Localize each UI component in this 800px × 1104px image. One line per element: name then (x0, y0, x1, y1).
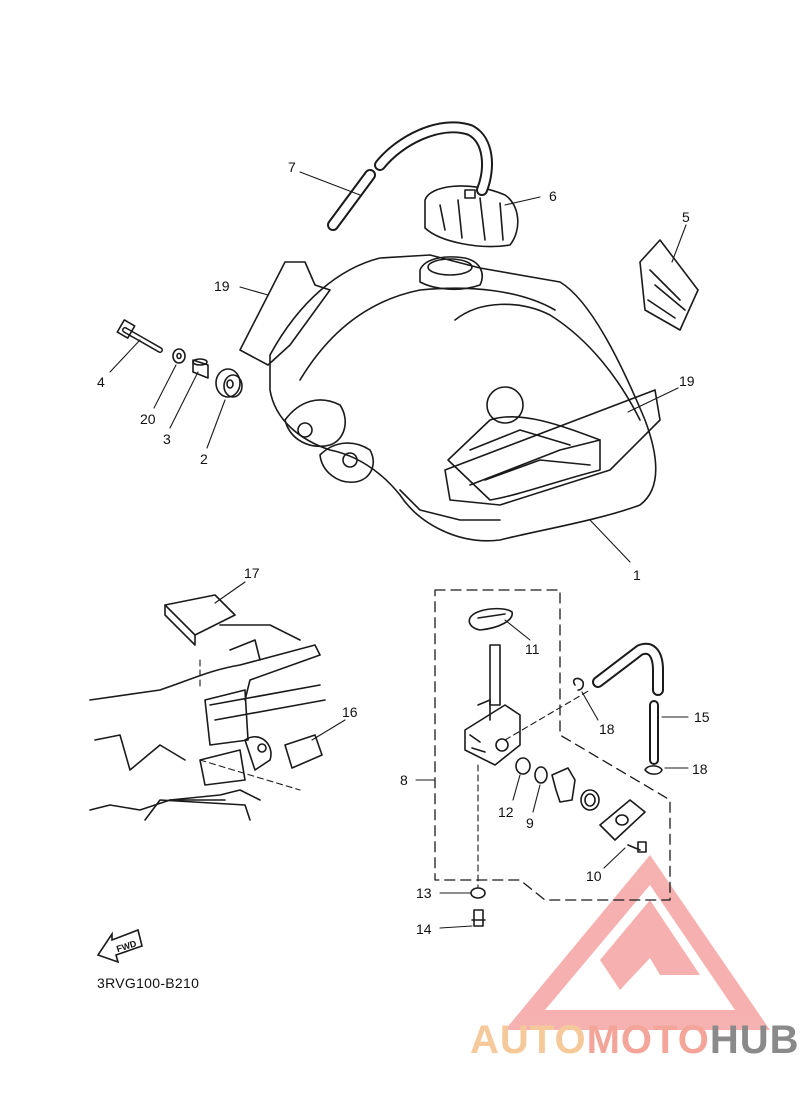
filler-cap (424, 185, 519, 248)
fwd-arrow-icon: FWD (96, 928, 143, 964)
cover-plate (599, 799, 646, 841)
callout-8: 8 (400, 772, 408, 788)
watermark-part-auto: AUTO (470, 1018, 587, 1062)
callout-16: 16 (342, 704, 358, 720)
fuel-tank (269, 254, 657, 542)
o-ring-12 (515, 757, 531, 775)
grommet (215, 368, 243, 398)
nut-13 (470, 887, 486, 899)
washer (172, 348, 186, 364)
fuel-cock (464, 644, 521, 766)
gasket-ring (580, 789, 600, 811)
callout-5: 5 (682, 209, 690, 225)
damper-rubber (284, 734, 323, 769)
leader-lines (109, 171, 689, 929)
callout-1: 1 (633, 567, 641, 583)
callout-20: 20 (140, 411, 156, 427)
callout-18-upper: 18 (599, 721, 615, 737)
fuel-cock-boundary (434, 589, 671, 901)
collar (192, 358, 209, 379)
bolt-14 (471, 909, 486, 927)
callout-12: 12 (498, 804, 514, 820)
callout-18-lower: 18 (692, 761, 708, 777)
watermark-part-moto: MOTO (586, 1018, 710, 1062)
lever (551, 767, 576, 803)
callout-11: 11 (525, 641, 540, 657)
watermark-part-hub: HUB (709, 1018, 800, 1062)
callout-3: 3 (163, 431, 171, 447)
hose-clip-lower (644, 765, 663, 775)
callout-19-upper: 19 (214, 278, 230, 294)
callout-6: 6 (549, 188, 557, 204)
fuel-hose (592, 642, 664, 765)
callout-4: 4 (97, 374, 105, 390)
o-ring-9 (534, 766, 548, 784)
pad-rubber (164, 594, 236, 646)
callout-7: 7 (288, 159, 296, 175)
bracket-plate (639, 239, 699, 331)
callout-2: 2 (200, 451, 208, 467)
callout-15: 15 (694, 709, 710, 725)
strainer-gasket (468, 607, 513, 631)
frame-detail (89, 624, 326, 821)
callout-13: 13 (416, 885, 432, 901)
callout-19-right: 19 (679, 373, 695, 389)
callout-9: 9 (526, 815, 534, 831)
screw-10 (627, 841, 647, 853)
callout-14: 14 (416, 921, 432, 937)
watermark-logo (505, 855, 770, 1030)
watermark-text: AUTOMOTOHUB (470, 1018, 800, 1063)
hose-clip-upper (572, 677, 585, 691)
side-panel-left (239, 261, 331, 366)
mounting-bolt (116, 319, 163, 353)
callout-17: 17 (244, 565, 260, 581)
callout-10: 10 (586, 868, 602, 884)
diagram-code: 3RVG100-B210 (97, 975, 200, 991)
shield-panel-right (444, 389, 661, 506)
breather-hose (327, 121, 493, 231)
